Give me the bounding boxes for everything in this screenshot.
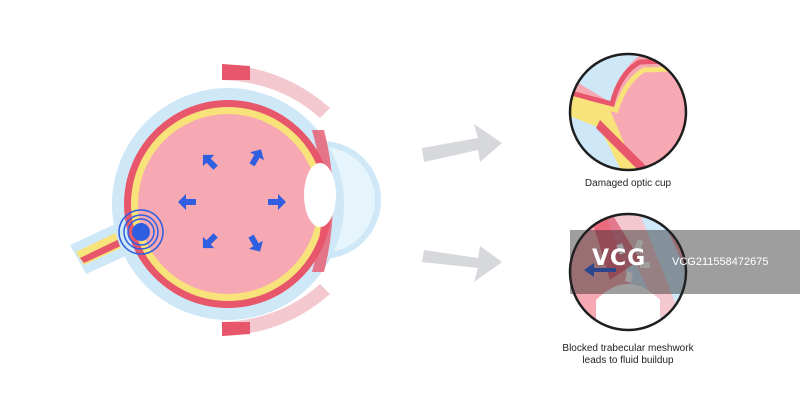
- gray-arrow-bottom: [422, 246, 502, 282]
- pressure-arrows: [178, 149, 286, 252]
- concentric-rings-icon: [118, 209, 164, 255]
- watermark-bar: [570, 230, 800, 294]
- caption-blocked-meshwork: Blocked trabecular meshwork leads to flu…: [528, 343, 728, 367]
- lens: [304, 163, 336, 227]
- inset-optic-cup: [568, 52, 688, 172]
- arrow-icon: [202, 233, 218, 249]
- caption-line-2: leads to fluid buildup: [582, 355, 674, 366]
- eye-cross-section: [70, 64, 381, 336]
- arrow-icon: [268, 194, 286, 210]
- caption-damaged-optic-cup: Damaged optic cup: [584, 178, 672, 189]
- caption-line-1: Blocked trabecular meshwork: [562, 343, 694, 354]
- arrow-icon: [249, 149, 264, 167]
- pressure-point: [118, 209, 164, 255]
- watermark-id: VCG211558472675: [672, 256, 769, 268]
- arrow-icon: [584, 263, 616, 277]
- arrow-icon: [248, 234, 263, 252]
- watermark-logo: VCG: [592, 246, 647, 271]
- vitreous-body: [138, 114, 318, 294]
- arrow-icon: [178, 194, 196, 210]
- gray-arrow-top: [422, 124, 502, 162]
- arrow-icon: [202, 154, 218, 170]
